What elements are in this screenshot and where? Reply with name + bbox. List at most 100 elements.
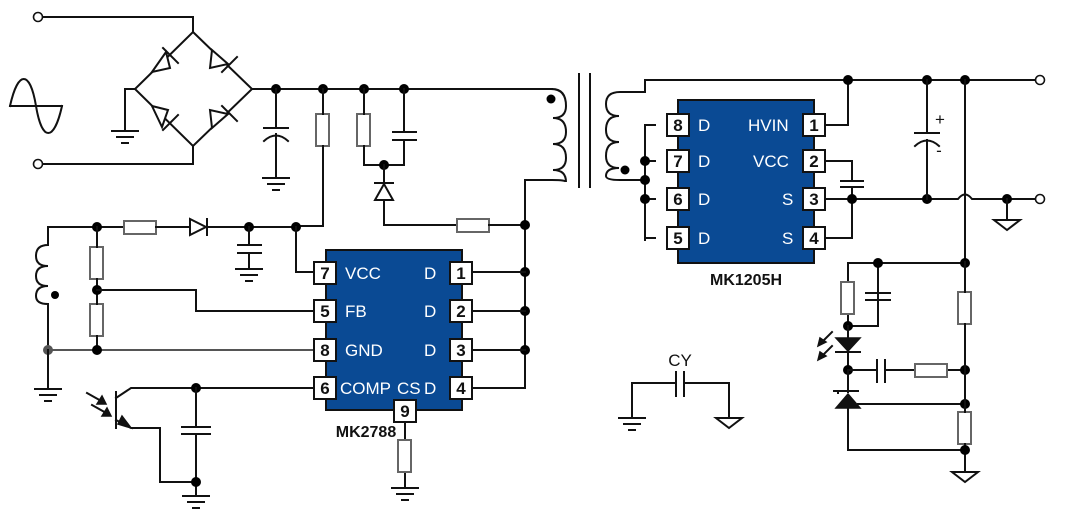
ground-icon <box>182 495 210 509</box>
bridge-diode-1 <box>149 46 180 74</box>
pin-number: 5 <box>320 302 329 321</box>
ac-source <box>8 11 194 170</box>
bridge-diode-3 <box>150 104 180 132</box>
minus-label: - <box>936 141 942 160</box>
output-electrolytic-capacitor: + - <box>913 79 945 200</box>
tl431-regulator <box>833 369 966 451</box>
pin-7 <box>313 261 337 285</box>
pin-label: S <box>782 229 793 248</box>
pin-number: 7 <box>673 152 682 171</box>
fb-resistor-top <box>89 246 104 280</box>
aux-winding <box>34 226 59 351</box>
pin-number: 3 <box>809 190 818 209</box>
pin-label: CS <box>397 379 421 398</box>
ground-icon <box>262 177 290 191</box>
pin-8 <box>666 113 690 137</box>
ground-icon <box>618 417 646 431</box>
aux-diode <box>189 217 297 237</box>
bulk-capacitor <box>262 88 290 191</box>
ic-name: MK1205H <box>710 272 782 289</box>
y-capacitor: CY <box>618 351 745 431</box>
transformer-secondary <box>604 79 849 181</box>
ground-icon <box>34 388 62 402</box>
plus-label: + <box>935 110 945 129</box>
divider-resistor-top <box>957 291 972 325</box>
optocoupler-transistor <box>85 387 317 483</box>
ground-icon <box>111 130 139 144</box>
led-capacitor <box>865 292 891 301</box>
pin-number: 8 <box>673 116 682 135</box>
pin-label: FB <box>345 302 367 321</box>
pin-number: 2 <box>809 152 818 171</box>
pin-number: 1 <box>809 116 818 135</box>
pin-label: D <box>424 302 436 321</box>
pin-label: D <box>698 190 710 209</box>
pin-number: 1 <box>456 264 465 283</box>
pin-number: 3 <box>456 341 465 360</box>
ground-triangle-icon <box>949 471 981 484</box>
pin-2 <box>449 299 473 323</box>
pin-1 <box>449 261 473 285</box>
output-terminal-positive <box>1034 74 1046 86</box>
divider-resistor-bottom <box>957 411 972 445</box>
transformer-core <box>578 73 591 188</box>
snubber-diode <box>373 164 458 226</box>
bridge-diode-4 <box>208 104 239 131</box>
comp-resistor <box>914 363 948 378</box>
pin-6 <box>313 376 337 400</box>
pin-label: D <box>424 264 436 283</box>
pin-number: 2 <box>456 302 465 321</box>
pin-number: 5 <box>673 229 682 248</box>
pin-label: VCC <box>753 152 789 171</box>
output-terminal-negative <box>1034 193 1046 205</box>
fb-resistor-bottom <box>89 303 104 337</box>
comp-capacitor <box>181 387 211 496</box>
pin-5 <box>313 299 337 323</box>
sine-wave-icon <box>8 78 64 134</box>
pin-number: 8 <box>320 341 329 360</box>
pin-number: 6 <box>320 379 329 398</box>
snubber-capacitor <box>392 88 417 166</box>
pin-number: 4 <box>456 379 466 398</box>
pin-label: D <box>424 379 436 398</box>
ic-mk1205h: 8 7 6 5 1 2 3 4 D D D D HVIN VCC S S MK1… <box>619 99 826 289</box>
pin-label: VCC <box>345 264 381 283</box>
ic-mk2788: 7 5 8 6 1 2 3 4 9 VCC FB GND COMP D D D … <box>313 249 473 441</box>
optocoupler-led <box>816 325 862 371</box>
startup-resistor <box>315 113 330 147</box>
drain-resistor <box>456 218 490 233</box>
ac-input-terminal-bottom <box>32 158 44 170</box>
pin-7 <box>666 149 690 173</box>
cy-label: CY <box>668 351 692 370</box>
bridge-rectifier <box>111 30 254 148</box>
bridge-diode-2 <box>208 47 239 74</box>
pin-number: 9 <box>400 402 409 421</box>
polarity-dot <box>620 165 630 175</box>
transformer-primary <box>524 87 568 389</box>
pin-8 <box>313 338 337 362</box>
ground-icon <box>391 487 419 501</box>
ic-name: MK2788 <box>336 424 397 441</box>
pin-6 <box>666 187 690 211</box>
pin-label: COMP <box>340 379 391 398</box>
pin-5 <box>666 226 690 250</box>
pin-number: 7 <box>320 264 329 283</box>
pin-number: 6 <box>673 190 682 209</box>
polarity-dot <box>546 94 556 104</box>
pin-label: D <box>698 116 710 135</box>
ac-input-terminal-top <box>32 11 44 23</box>
ground-triangle-icon <box>713 417 745 430</box>
pin-number: 4 <box>809 229 819 248</box>
ground-triangle-icon <box>991 219 1023 232</box>
pin-4 <box>449 376 473 400</box>
pin-label: D <box>424 341 436 360</box>
pin-label: GND <box>345 341 383 360</box>
led-resistor <box>840 281 855 315</box>
pin-label: HVIN <box>748 116 789 135</box>
pin-3 <box>449 338 473 362</box>
cs-resistor <box>397 439 412 473</box>
pin-label: S <box>782 190 793 209</box>
pin-label: D <box>698 229 710 248</box>
